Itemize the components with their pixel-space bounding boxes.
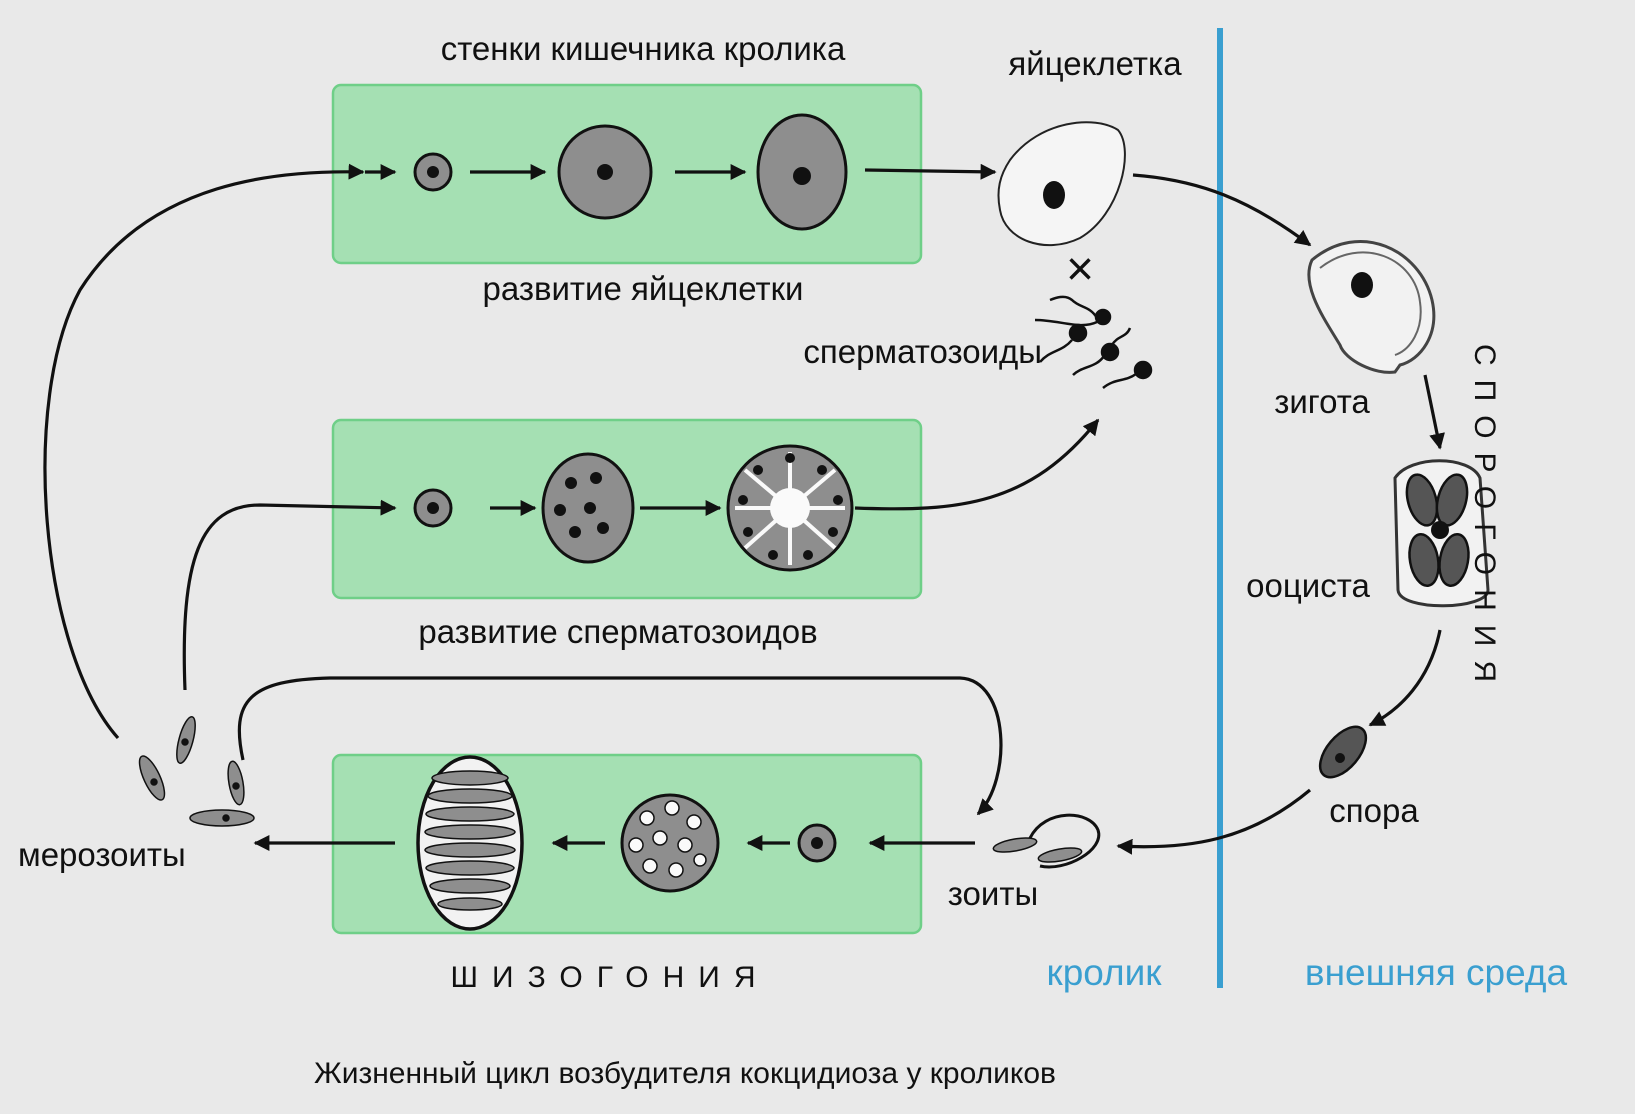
sperm-label: сперматозоиды: [803, 333, 1042, 370]
schizogony-arrows: [237, 676, 1003, 851]
zoites-label: зоиты: [948, 875, 1038, 912]
merozoites-label: мерозоиты: [18, 836, 186, 873]
schizogony-label: ШИЗОГОНИЯ: [451, 961, 770, 994]
spore-label: спора: [1329, 792, 1419, 829]
zygote-to-oocyst-arrow: [1423, 374, 1445, 450]
egg-development-label: развитие яйцеклетки: [483, 270, 804, 307]
figure-caption: Жизненный цикл возбудителя кокцидиоза у …: [314, 1057, 1056, 1090]
sperm-cluster: [1034, 295, 1153, 389]
oocyst-label: ооциста: [1246, 567, 1370, 604]
oocyst: [1393, 459, 1490, 608]
intestine-walls-label: стенки кишечника кролика: [441, 30, 846, 67]
sporogony-label: СПОРОГОНИЯ: [1468, 344, 1501, 696]
cross-sign: ×: [1066, 243, 1094, 296]
zoites: [992, 813, 1101, 869]
egg-development-cells: [413, 113, 848, 231]
merozoites: [138, 715, 255, 827]
schizogony-cells: [416, 755, 837, 931]
spore: [1318, 725, 1368, 779]
egg-development-arrows: [365, 163, 997, 180]
sperm-development-label: развитие сперматозоидов: [418, 613, 817, 650]
egg-to-zygote-arrow: [1132, 173, 1312, 247]
spore-to-zoites-arrow: [1116, 788, 1312, 855]
oocyst-to-spore-arrow: [1368, 629, 1442, 727]
sperm-development-arrows: [490, 418, 1100, 516]
egg-cell: [997, 121, 1126, 247]
external-environment-label: внешняя среда: [1305, 952, 1568, 993]
zygote-label: зигота: [1274, 383, 1370, 420]
sperm-development-cells: [413, 444, 854, 572]
zygote: [1307, 240, 1436, 374]
rabbit-label: кролик: [1047, 952, 1163, 993]
merozoite-return-arrows: [43, 163, 397, 740]
egg-cell-label: яйцеклетка: [1008, 45, 1182, 82]
